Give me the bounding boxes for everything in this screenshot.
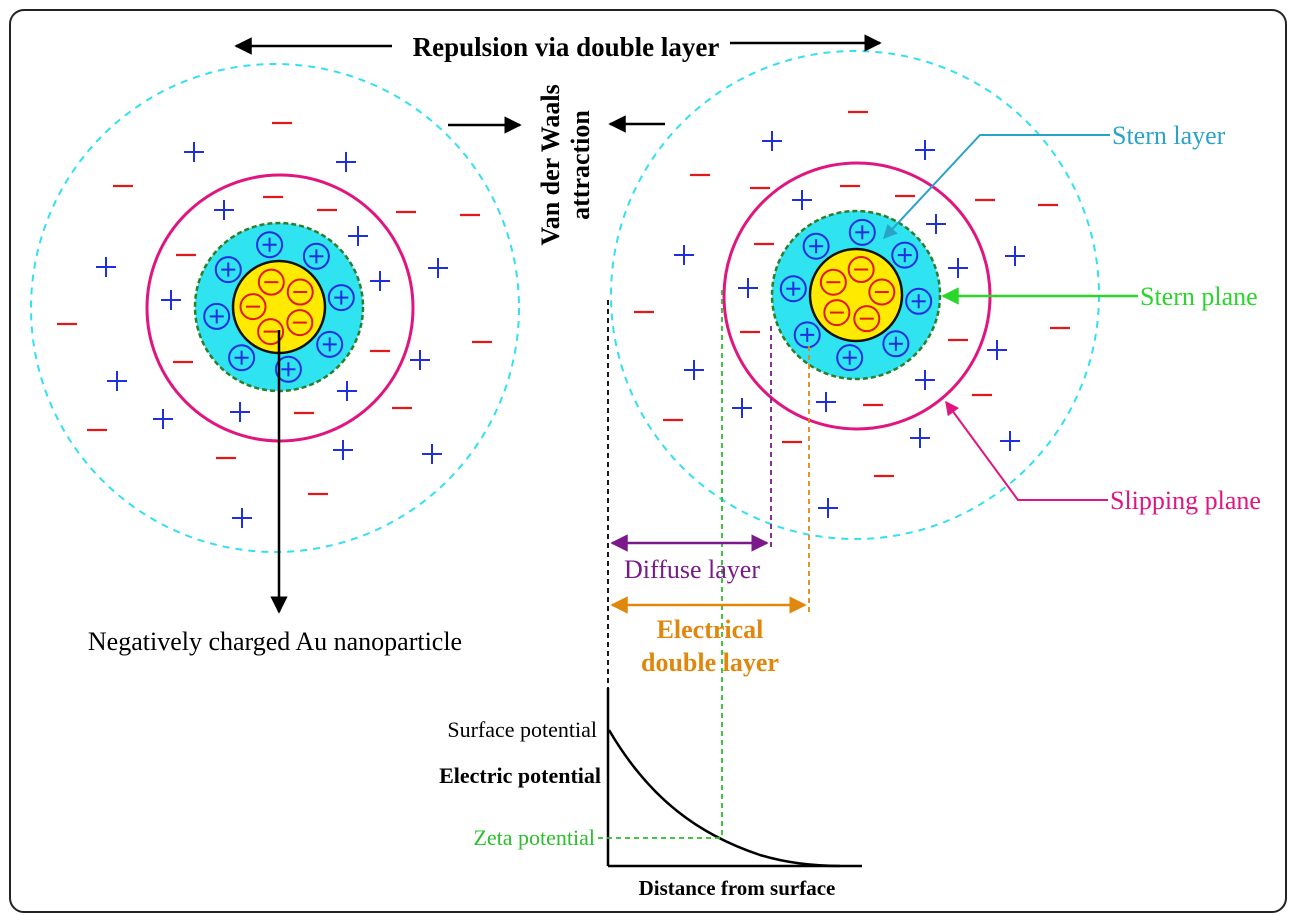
- edl-label-line2: double layer: [641, 648, 779, 677]
- free-cation-icon: [792, 190, 812, 210]
- bound-cation-icon: [905, 287, 933, 315]
- bound-cation-icon: [214, 256, 242, 284]
- potential-plot: Surface potential Electric potential Zet…: [439, 688, 862, 900]
- left-diffuse-boundary: [30, 63, 520, 553]
- right-particle: [610, 50, 1100, 540]
- free-cation-icon: [232, 508, 252, 528]
- bound-cation-icon: [256, 231, 284, 259]
- free-cation-icon: [184, 142, 204, 162]
- left-particle: [30, 63, 520, 614]
- bound-cation-icon: [793, 321, 821, 349]
- left-core-ions: [239, 268, 314, 346]
- bound-anion-icon: [847, 256, 875, 284]
- bound-anion-icon: [286, 278, 314, 306]
- free-cation-icon: [337, 381, 357, 401]
- free-cation-icon: [410, 350, 430, 370]
- free-cation-icon: [1005, 246, 1025, 266]
- stern-layer-label: Stern layer: [1112, 121, 1226, 150]
- free-cation-icon: [816, 392, 836, 412]
- free-cation-icon: [96, 257, 116, 277]
- bound-cation-icon: [316, 330, 344, 358]
- vdw-label-line2: attraction: [566, 110, 595, 220]
- bound-anion-icon: [257, 318, 285, 346]
- vdw-label-line1: Van der Waals: [536, 84, 565, 245]
- bound-cation-icon: [203, 302, 231, 330]
- free-cation-icon: [161, 290, 181, 310]
- slipping-plane-label: Slipping plane: [1110, 486, 1261, 515]
- surface-potential-label: Surface potential: [447, 717, 597, 742]
- free-cation-icon: [107, 371, 127, 391]
- stern-layer-pointer: [883, 134, 1110, 240]
- free-cation-icon: [674, 245, 694, 265]
- free-cation-icon: [732, 398, 752, 418]
- zeta-potential-label: Zeta potential: [473, 825, 595, 850]
- bound-cation-icon: [802, 232, 830, 260]
- electric-potential-label: Electric potential: [439, 763, 601, 788]
- free-cation-icon: [915, 370, 935, 390]
- free-cation-icon: [762, 131, 782, 151]
- free-cation-icon: [422, 444, 442, 464]
- repulsion-label: Repulsion via double layer: [413, 32, 720, 62]
- edl-label-line1: Electrical: [657, 615, 764, 644]
- free-cation-icon: [910, 428, 930, 448]
- bound-anion-icon: [286, 309, 314, 337]
- free-cation-icon: [336, 152, 356, 172]
- free-cation-icon: [428, 258, 448, 278]
- bound-anion-icon: [819, 268, 847, 296]
- bound-cation-icon: [882, 330, 910, 358]
- bound-anion-icon: [823, 299, 851, 327]
- left-diffuse-ions: [57, 121, 492, 528]
- free-cation-icon: [948, 258, 968, 278]
- free-cation-icon: [987, 340, 1007, 360]
- free-cation-icon: [915, 140, 935, 160]
- free-cation-icon: [348, 226, 368, 246]
- bound-cation-icon: [779, 275, 807, 303]
- bound-cation-icon: [228, 344, 256, 372]
- potential-decay-curve: [607, 729, 841, 868]
- free-cation-icon: [153, 409, 173, 429]
- diffuse-layer-label: Diffuse layer: [624, 555, 760, 584]
- right-gold-core: [808, 247, 904, 343]
- free-cation-icon: [1000, 431, 1020, 451]
- free-cation-icon: [926, 214, 946, 234]
- free-cation-icon: [214, 200, 234, 220]
- bound-cation-icon: [274, 355, 302, 383]
- stern-plane-label: Stern plane: [1140, 282, 1258, 311]
- free-cation-icon: [818, 498, 838, 518]
- bound-anion-icon: [853, 305, 881, 333]
- right-stern-ions: [779, 218, 933, 372]
- bound-cation-icon: [302, 242, 330, 270]
- free-cation-icon: [684, 360, 704, 380]
- bound-cation-icon: [836, 344, 864, 372]
- right-diffuse-ions: [634, 110, 1070, 518]
- bound-cation-icon: [327, 284, 355, 312]
- slipping-plane-pointer: [945, 400, 1108, 501]
- free-cation-icon: [738, 278, 758, 298]
- bound-anion-icon: [868, 278, 896, 306]
- vdw-label-group: Van der Waals attraction: [536, 84, 595, 245]
- distance-axis-label: Distance from surface: [639, 876, 836, 900]
- bound-anion-icon: [257, 268, 285, 296]
- free-cation-icon: [230, 402, 250, 422]
- free-cation-icon: [370, 271, 390, 291]
- nanoparticle-label: Negatively charged Au nanoparticle: [88, 627, 462, 656]
- bound-anion-icon: [239, 293, 267, 321]
- bound-cation-icon: [848, 218, 876, 246]
- right-core-ions: [819, 256, 896, 333]
- bound-cation-icon: [891, 241, 919, 269]
- left-stern-ions: [203, 231, 355, 383]
- free-cation-icon: [333, 440, 353, 460]
- frame-border: [9, 9, 1287, 913]
